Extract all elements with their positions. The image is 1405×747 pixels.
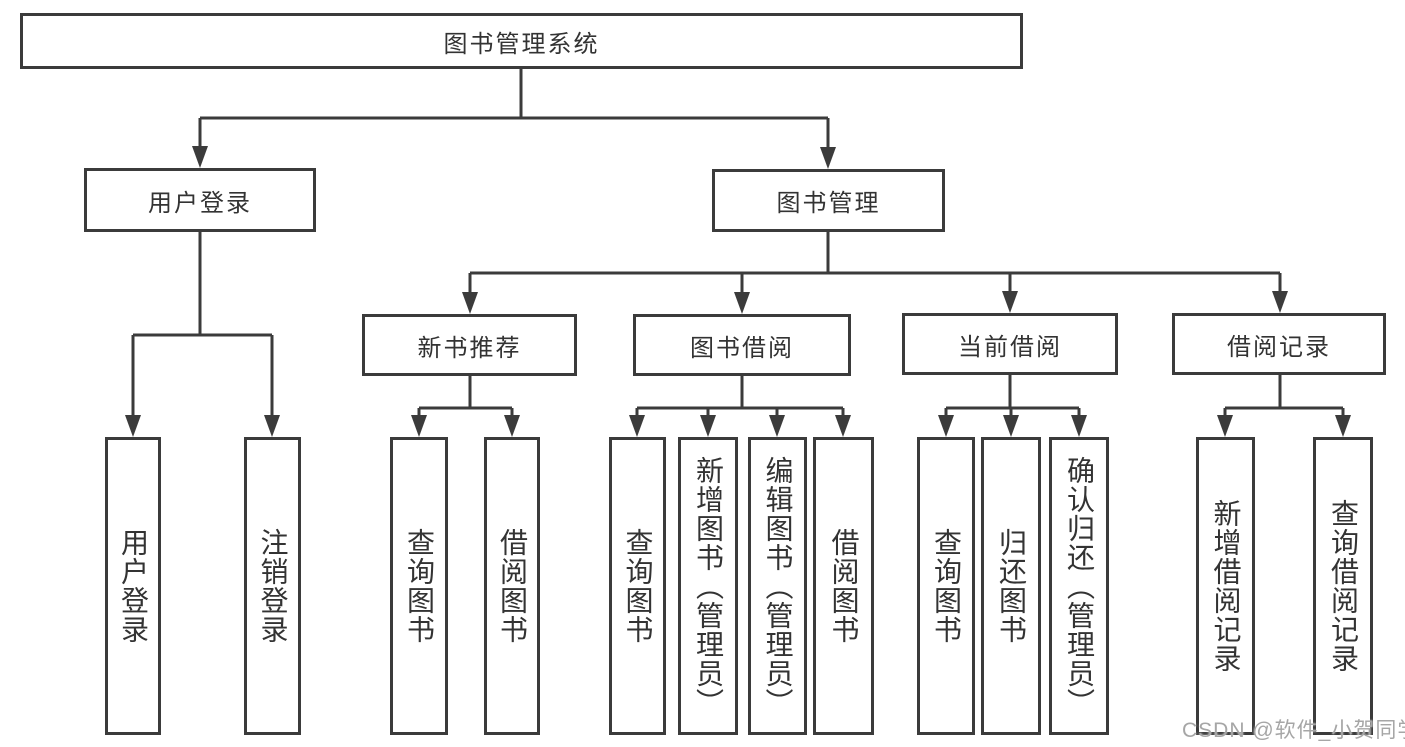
- node-leaf-edit-books-admin: 编辑图书（管理员）: [748, 437, 807, 735]
- node-leaf-add-books-admin: 新增图书（管理员）: [678, 437, 738, 735]
- connector-borrowing-records-children: [1217, 375, 1351, 437]
- connector-book-borrowing-children: [629, 376, 851, 437]
- node-leaf-search-books-recommend: 查询图书: [390, 437, 448, 735]
- connector-new-book-recommend-children: [411, 376, 520, 437]
- csdn-watermark: CSDN @软件_小贺同学: [1182, 719, 1405, 742]
- node-leaf-search-borrow-record: 查询借阅记录: [1313, 437, 1373, 735]
- node-current-borrowing: 当前借阅: [902, 313, 1118, 375]
- node-leaf-search-books-current: 查询图书: [917, 437, 975, 735]
- connector-book-management-children: [462, 232, 1288, 314]
- node-user-login: 用户登录: [84, 168, 316, 232]
- connector-root-to-level2: [192, 69, 836, 169]
- node-book-borrowing: 图书借阅: [633, 314, 851, 376]
- node-leaf-borrow-books-borrowing: 借阅图书: [813, 437, 874, 735]
- node-root-system: 图书管理系统: [20, 13, 1023, 69]
- connector-user-login-children: [125, 232, 280, 437]
- node-leaf-logout: 注销登录: [244, 437, 301, 735]
- node-new-book-recommend: 新书推荐: [362, 314, 577, 376]
- node-leaf-search-books-borrowing: 查询图书: [609, 437, 666, 735]
- node-leaf-confirm-return-admin: 确认归还（管理员）: [1049, 437, 1109, 735]
- node-leaf-borrow-books-recommend: 借阅图书: [484, 437, 540, 735]
- node-leaf-add-borrow-record: 新增借阅记录: [1196, 437, 1255, 735]
- node-book-management: 图书管理: [712, 169, 945, 232]
- node-borrowing-records: 借阅记录: [1172, 313, 1386, 375]
- node-leaf-return-books: 归还图书: [981, 437, 1041, 735]
- node-leaf-user-login: 用户登录: [105, 437, 161, 735]
- connector-current-borrowing-children: [938, 375, 1087, 437]
